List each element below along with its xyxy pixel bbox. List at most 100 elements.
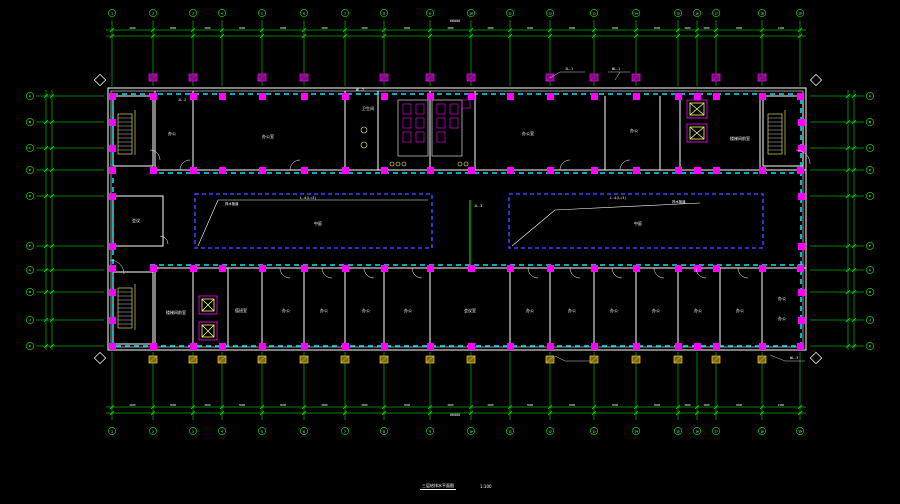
axis-bubble bbox=[546, 427, 554, 435]
dimension-text: 3600 bbox=[703, 403, 710, 407]
axis-bubble bbox=[341, 9, 349, 17]
axis-label: 16 bbox=[695, 429, 699, 433]
dimension-tick bbox=[851, 167, 857, 173]
dimension-tick bbox=[845, 167, 851, 173]
axis-label: 1 bbox=[111, 11, 113, 15]
axis-bubble bbox=[467, 427, 475, 435]
dimension-tick bbox=[427, 33, 433, 39]
dimension-tick bbox=[150, 404, 156, 410]
dimension-tick bbox=[851, 93, 857, 99]
dimension-text: 3600 bbox=[612, 403, 619, 407]
axis-bubble bbox=[866, 144, 874, 152]
column bbox=[798, 145, 805, 152]
dimension-text: 3600 bbox=[404, 403, 411, 407]
axis-label: 12 bbox=[548, 429, 552, 433]
riser-marker-hatch bbox=[257, 355, 267, 364]
axis-label: 13 bbox=[592, 11, 596, 15]
column bbox=[301, 265, 308, 272]
stair-wall-top-right bbox=[762, 95, 804, 167]
dimension-text: 3600 bbox=[527, 403, 534, 407]
riser-marker-hatch bbox=[545, 73, 555, 82]
column bbox=[547, 265, 554, 272]
dimension-tick bbox=[851, 289, 857, 295]
corner-marker bbox=[809, 351, 823, 365]
dimension-text: 3600 bbox=[321, 403, 328, 407]
dimension-tick bbox=[468, 33, 474, 39]
dimension-tick bbox=[49, 93, 55, 99]
atrium-right-outline bbox=[508, 193, 764, 249]
room-label: 办公 bbox=[736, 307, 744, 313]
dimension-text: 3600 bbox=[280, 26, 287, 30]
dimension-tick bbox=[301, 410, 307, 416]
annotation: 排水管道 bbox=[225, 201, 239, 206]
axis-bubble bbox=[300, 427, 308, 435]
annotation: JL-2 bbox=[178, 98, 186, 102]
dimension-tick bbox=[301, 27, 307, 33]
axis-label: 6 bbox=[303, 429, 305, 433]
axis-label: 1 bbox=[111, 429, 113, 433]
axis-bubble bbox=[866, 342, 874, 350]
dimension-tick bbox=[797, 410, 803, 416]
column bbox=[427, 343, 434, 350]
column bbox=[694, 343, 701, 350]
axis-label: 8 bbox=[383, 11, 385, 15]
axis-label: J bbox=[29, 318, 31, 322]
room-label: 中庭 bbox=[314, 220, 322, 226]
axis-label: 3 bbox=[192, 429, 194, 433]
axis-bubble bbox=[149, 9, 157, 17]
dimension-tick bbox=[342, 404, 348, 410]
dimension-tick bbox=[507, 27, 513, 33]
perimeter-pipe bbox=[112, 93, 802, 347]
annotation: WL-1 bbox=[612, 67, 620, 71]
axis-bubble bbox=[693, 9, 701, 17]
dimension-tick bbox=[468, 410, 474, 416]
axis-bubble bbox=[26, 266, 34, 274]
dimension-tick bbox=[468, 27, 474, 33]
axis-bubble bbox=[108, 427, 116, 435]
dimension-tick bbox=[633, 33, 639, 39]
room-label: 办公室 bbox=[522, 130, 534, 136]
column bbox=[547, 93, 554, 100]
dimension-tick bbox=[49, 119, 55, 125]
drawing-title: 三层给排水平面图 bbox=[420, 483, 456, 490]
column bbox=[259, 343, 266, 350]
axis-label: 13 bbox=[592, 429, 596, 433]
room-label: 办公 bbox=[568, 307, 576, 313]
dimension-tick bbox=[845, 343, 851, 349]
axis-label: C bbox=[29, 146, 31, 150]
column bbox=[109, 265, 116, 272]
dimension-text: 3600 bbox=[280, 403, 287, 407]
dimension-text: 3600 bbox=[170, 403, 177, 407]
axis-bubble bbox=[712, 9, 720, 17]
axis-label: 15 bbox=[676, 11, 680, 15]
axis-bubble bbox=[26, 342, 34, 350]
room-label: 办公 bbox=[282, 307, 290, 313]
dimension-tick bbox=[427, 404, 433, 410]
dimension-text: 3600 bbox=[447, 403, 454, 407]
dimension-tick bbox=[591, 27, 597, 33]
door-arc bbox=[149, 149, 161, 161]
annotation: L-4(L=3) bbox=[610, 196, 626, 200]
dimension-tick bbox=[381, 33, 387, 39]
dimension-tick bbox=[633, 27, 639, 33]
room-label: 楼梯间前室 bbox=[166, 309, 186, 315]
room-label: 办公 bbox=[778, 295, 786, 301]
riser-marker-hatch bbox=[711, 355, 721, 364]
overall-dimension-bottom: 66000 bbox=[450, 413, 460, 417]
room-label: 楼梯间前室 bbox=[730, 135, 750, 141]
door-arc bbox=[289, 159, 301, 171]
door-arc bbox=[159, 235, 169, 245]
dimension-tick bbox=[845, 317, 851, 323]
axis-label: 9 bbox=[429, 11, 431, 15]
axis-label: 17 bbox=[714, 429, 718, 433]
axis-bubble bbox=[866, 266, 874, 274]
dimension-text: 2400 bbox=[129, 26, 136, 30]
dimension-text: 3600 bbox=[527, 26, 534, 30]
column bbox=[507, 265, 514, 272]
door-arc bbox=[527, 267, 539, 279]
column bbox=[547, 167, 554, 174]
column bbox=[427, 93, 434, 100]
column bbox=[150, 343, 157, 350]
column bbox=[713, 265, 720, 272]
column bbox=[798, 317, 805, 324]
